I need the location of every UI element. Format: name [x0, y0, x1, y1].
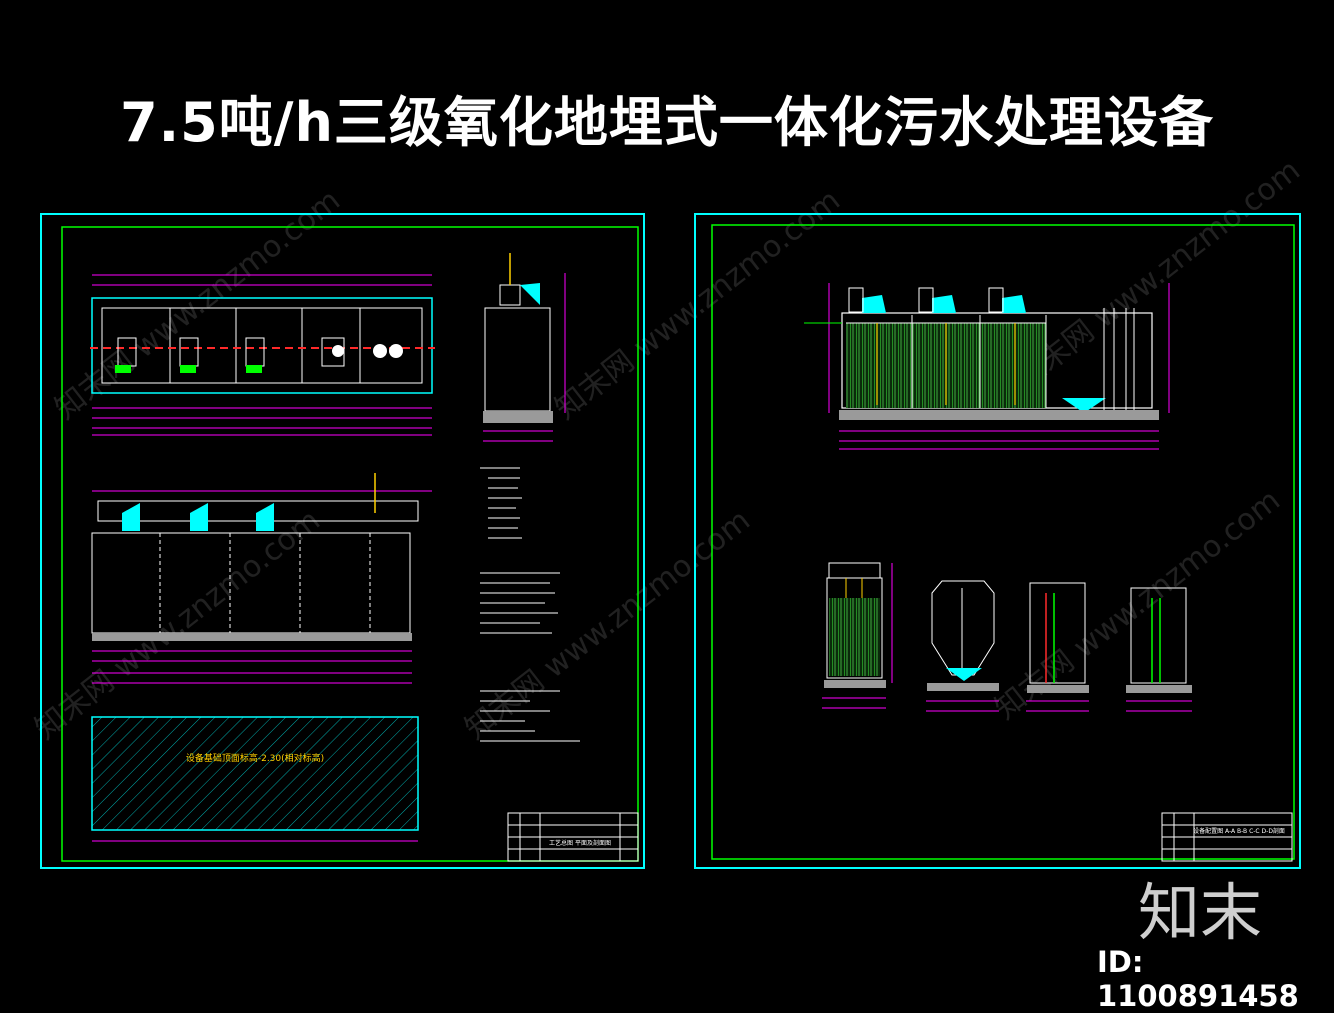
section-2	[926, 580, 999, 712]
section-1	[822, 562, 893, 709]
right-title-block	[1161, 812, 1293, 862]
right-title-block-label: 设备配置图 A-A B-B C-C D-D剖面	[1193, 827, 1285, 835]
hatched-cover-block	[91, 716, 419, 842]
brand-logo: 知末	[1138, 876, 1263, 949]
plan-view	[90, 274, 435, 436]
left-title-block	[507, 812, 639, 862]
notes-column	[480, 467, 580, 742]
side-section-small	[483, 253, 566, 442]
main-section-view	[804, 283, 1170, 450]
left-drawing-sheet: 设备基础顶面标高-2.30(相对标高) 工艺总图 平面及剖面图	[40, 213, 645, 869]
section-4	[1126, 587, 1192, 712]
page-title: 7.5吨/h三级氧化地埋式一体化污水处理设备	[120, 91, 1214, 154]
id-label: ID: 1100891458	[1097, 945, 1299, 1013]
cover-label: 设备基础顶面标高-2.30(相对标高)	[186, 752, 324, 764]
left-title-block-label: 工艺总图 平面及剖面图	[549, 839, 611, 847]
section-3	[1026, 582, 1089, 712]
elevation-view	[91, 473, 432, 684]
right-drawing-sheet: 设备配置图 A-A B-B C-C D-D剖面	[694, 213, 1301, 869]
